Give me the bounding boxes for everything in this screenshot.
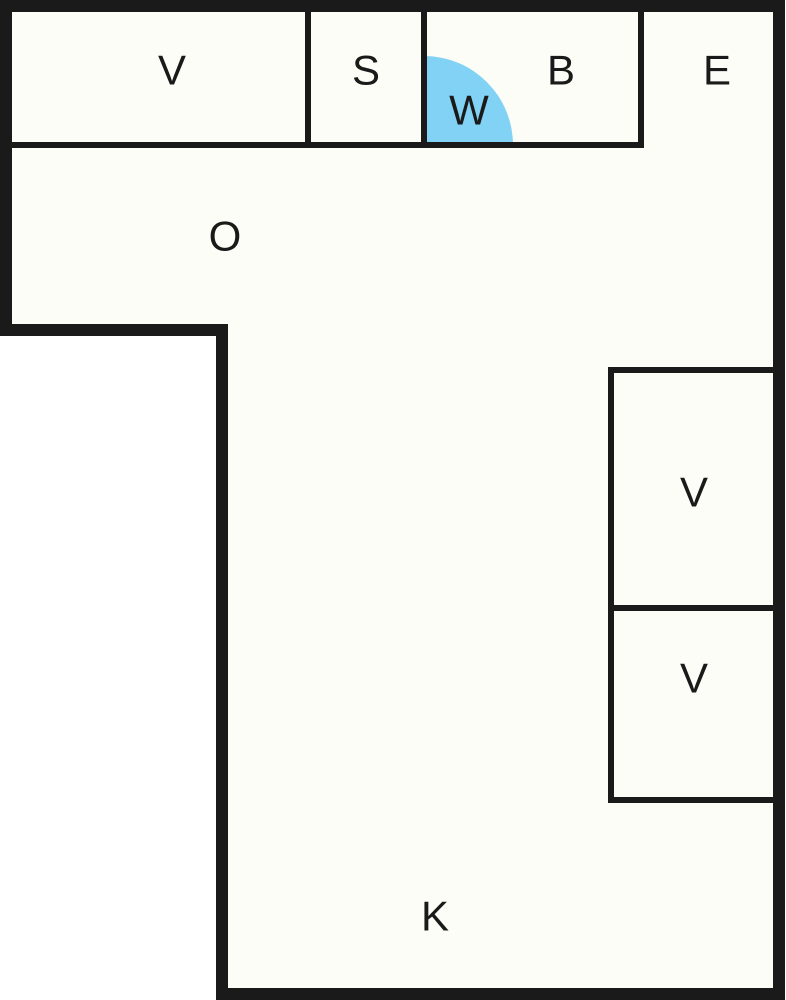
room-label-o: O [209, 213, 242, 260]
room-label-s: S [352, 47, 380, 94]
floor-area [6, 6, 779, 994]
room-label-right-upper-v: V [680, 469, 708, 516]
room-label-e: E [703, 47, 731, 94]
room-label-top-left-v: V [158, 47, 186, 94]
room-label-w: W [449, 87, 489, 134]
room-label-b: B [547, 47, 575, 94]
door-swing-arc [424, 56, 513, 145]
room-label-k: K [421, 893, 449, 940]
room-label-right-lower-v: V [680, 655, 708, 702]
